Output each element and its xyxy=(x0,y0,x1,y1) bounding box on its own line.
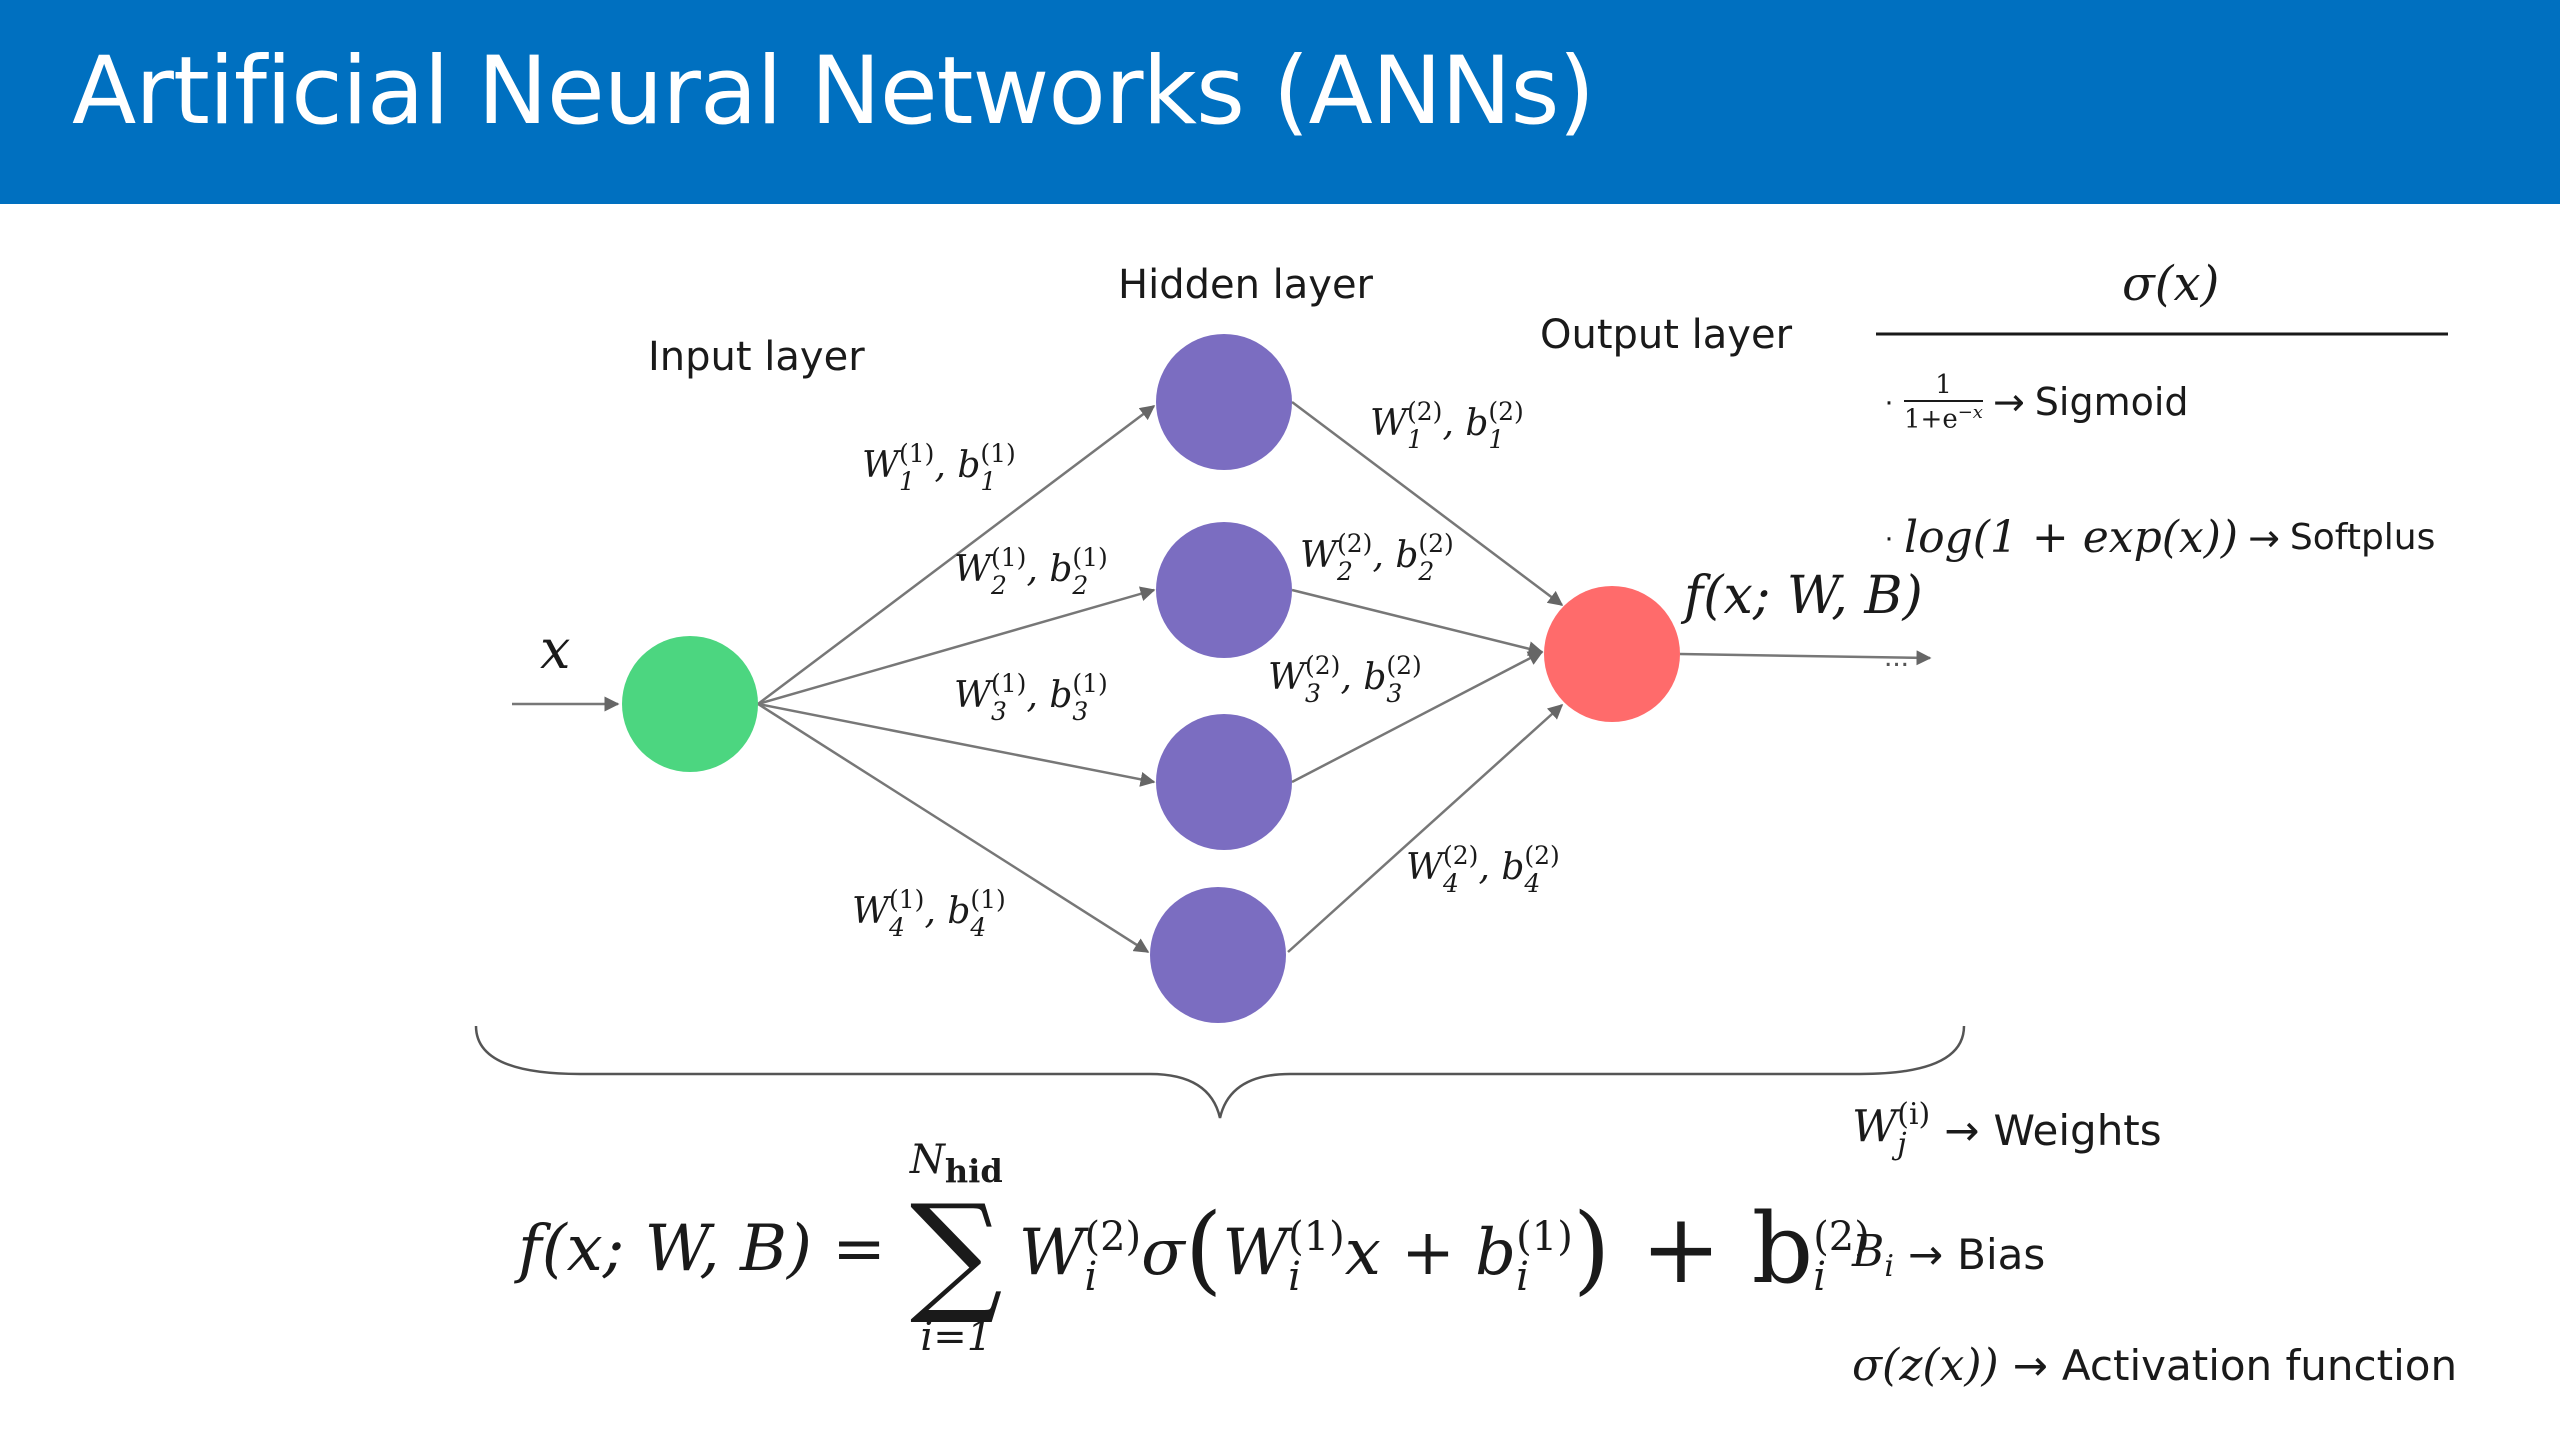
legend-activation-text: Activation function xyxy=(2061,1341,2458,1390)
weight-label-l1-1: W(1)1, b(1)1 xyxy=(862,439,1016,496)
curly-brace xyxy=(474,1025,1966,1119)
legend-bias-symbol: Bi xyxy=(1852,1226,1894,1284)
weight-label-l1-4: W(1)4, b(1)4 xyxy=(852,885,1006,942)
weight-label-l2-1: W(2)1, b(2)1 xyxy=(1370,397,1524,454)
legend-bias-arrow: → xyxy=(1907,1230,1944,1280)
edge-l2-1 xyxy=(1291,401,1564,606)
softplus-arrow: → xyxy=(2248,515,2280,560)
sigmoid-arrow: → xyxy=(1992,380,2025,425)
activation-header: σ(x) xyxy=(2122,256,2220,312)
hidden-node-4 xyxy=(1150,887,1286,1023)
weight-label-l2-2: W(2)2, b(2)2 xyxy=(1300,529,1454,586)
output-layer-label: Output layer xyxy=(1540,312,1793,358)
sigmoid-fraction: 1 1+e−x xyxy=(1904,370,1983,435)
output-continuation: ... xyxy=(1884,640,1910,673)
input-symbol: x xyxy=(540,618,571,681)
sum-lower-limit: i=1 xyxy=(920,1314,993,1360)
bullet-dot: · xyxy=(1884,520,1894,554)
edge-l2-2 xyxy=(1291,588,1544,657)
bullet-dot: · xyxy=(1884,385,1894,419)
slide-title: Artificial Neural Networks (ANNs) xyxy=(72,37,1595,146)
hidden-node-1 xyxy=(1156,334,1292,470)
title-bar: Artificial Neural Networks (ANNs) xyxy=(0,0,2560,204)
legend-weights-text: Weights xyxy=(1993,1105,2162,1155)
softplus-name: Softplus xyxy=(2289,517,2436,558)
legend-bias-text: Bias xyxy=(1957,1230,2046,1280)
formula-lhs: f(x; W, B) = xyxy=(518,1211,886,1286)
legend-bias: Bi → Bias xyxy=(1852,1226,2045,1284)
summation: Nhid ∑ i=1 xyxy=(910,1140,1003,1357)
hidden-layer-label: Hidden layer xyxy=(1118,262,1373,308)
sum-upper-limit: Nhid xyxy=(909,1137,1003,1190)
legend-weights: W(i)j → Weights xyxy=(1852,1100,2162,1160)
output-arrow xyxy=(1679,650,1932,666)
weight-label-l2-3: W(2)3, b(2)3 xyxy=(1268,651,1422,708)
sigmoid-name: Sigmoid xyxy=(2034,380,2189,425)
output-expression: f(x; W, B) xyxy=(1684,566,1923,626)
hidden-node-2 xyxy=(1156,522,1292,658)
legend-activation: σ(z(x)) → Activation function xyxy=(1852,1340,2457,1391)
weight-label-l2-4: W(2)4, b(2)4 xyxy=(1406,841,1560,898)
edge-l1-4 xyxy=(757,702,1150,954)
edge-l2-3 xyxy=(1291,650,1544,784)
softplus-row: · log(1 + exp(x)) → Softplus xyxy=(1884,512,2435,563)
softplus-expression: log(1 + exp(x)) xyxy=(1904,512,2239,563)
weight-label-l1-3: W(1)3, b(1)3 xyxy=(954,669,1108,726)
sum-symbol: ∑ xyxy=(909,1176,1003,1328)
edge-l2-4 xyxy=(1287,703,1564,953)
input-node xyxy=(622,636,758,772)
input-layer-label: Input layer xyxy=(648,334,865,380)
legend-weights-symbol: W(i)j xyxy=(1852,1097,1931,1162)
edge-l1-2 xyxy=(757,586,1156,706)
legend-weights-arrow: → xyxy=(1944,1105,1980,1155)
hidden-node-3 xyxy=(1156,714,1292,850)
output-node xyxy=(1544,586,1680,722)
edge-l1-1 xyxy=(757,405,1156,705)
legend-activation-arrow: → xyxy=(2012,1341,2048,1390)
edge-l1-3 xyxy=(757,702,1156,787)
legend-activation-symbol: σ(z(x)) xyxy=(1852,1340,1999,1391)
sigmoid-row: · 1 1+e−x → Sigmoid xyxy=(1884,370,2189,435)
weight-label-l1-2: W(1)2, b(1)2 xyxy=(954,543,1108,600)
